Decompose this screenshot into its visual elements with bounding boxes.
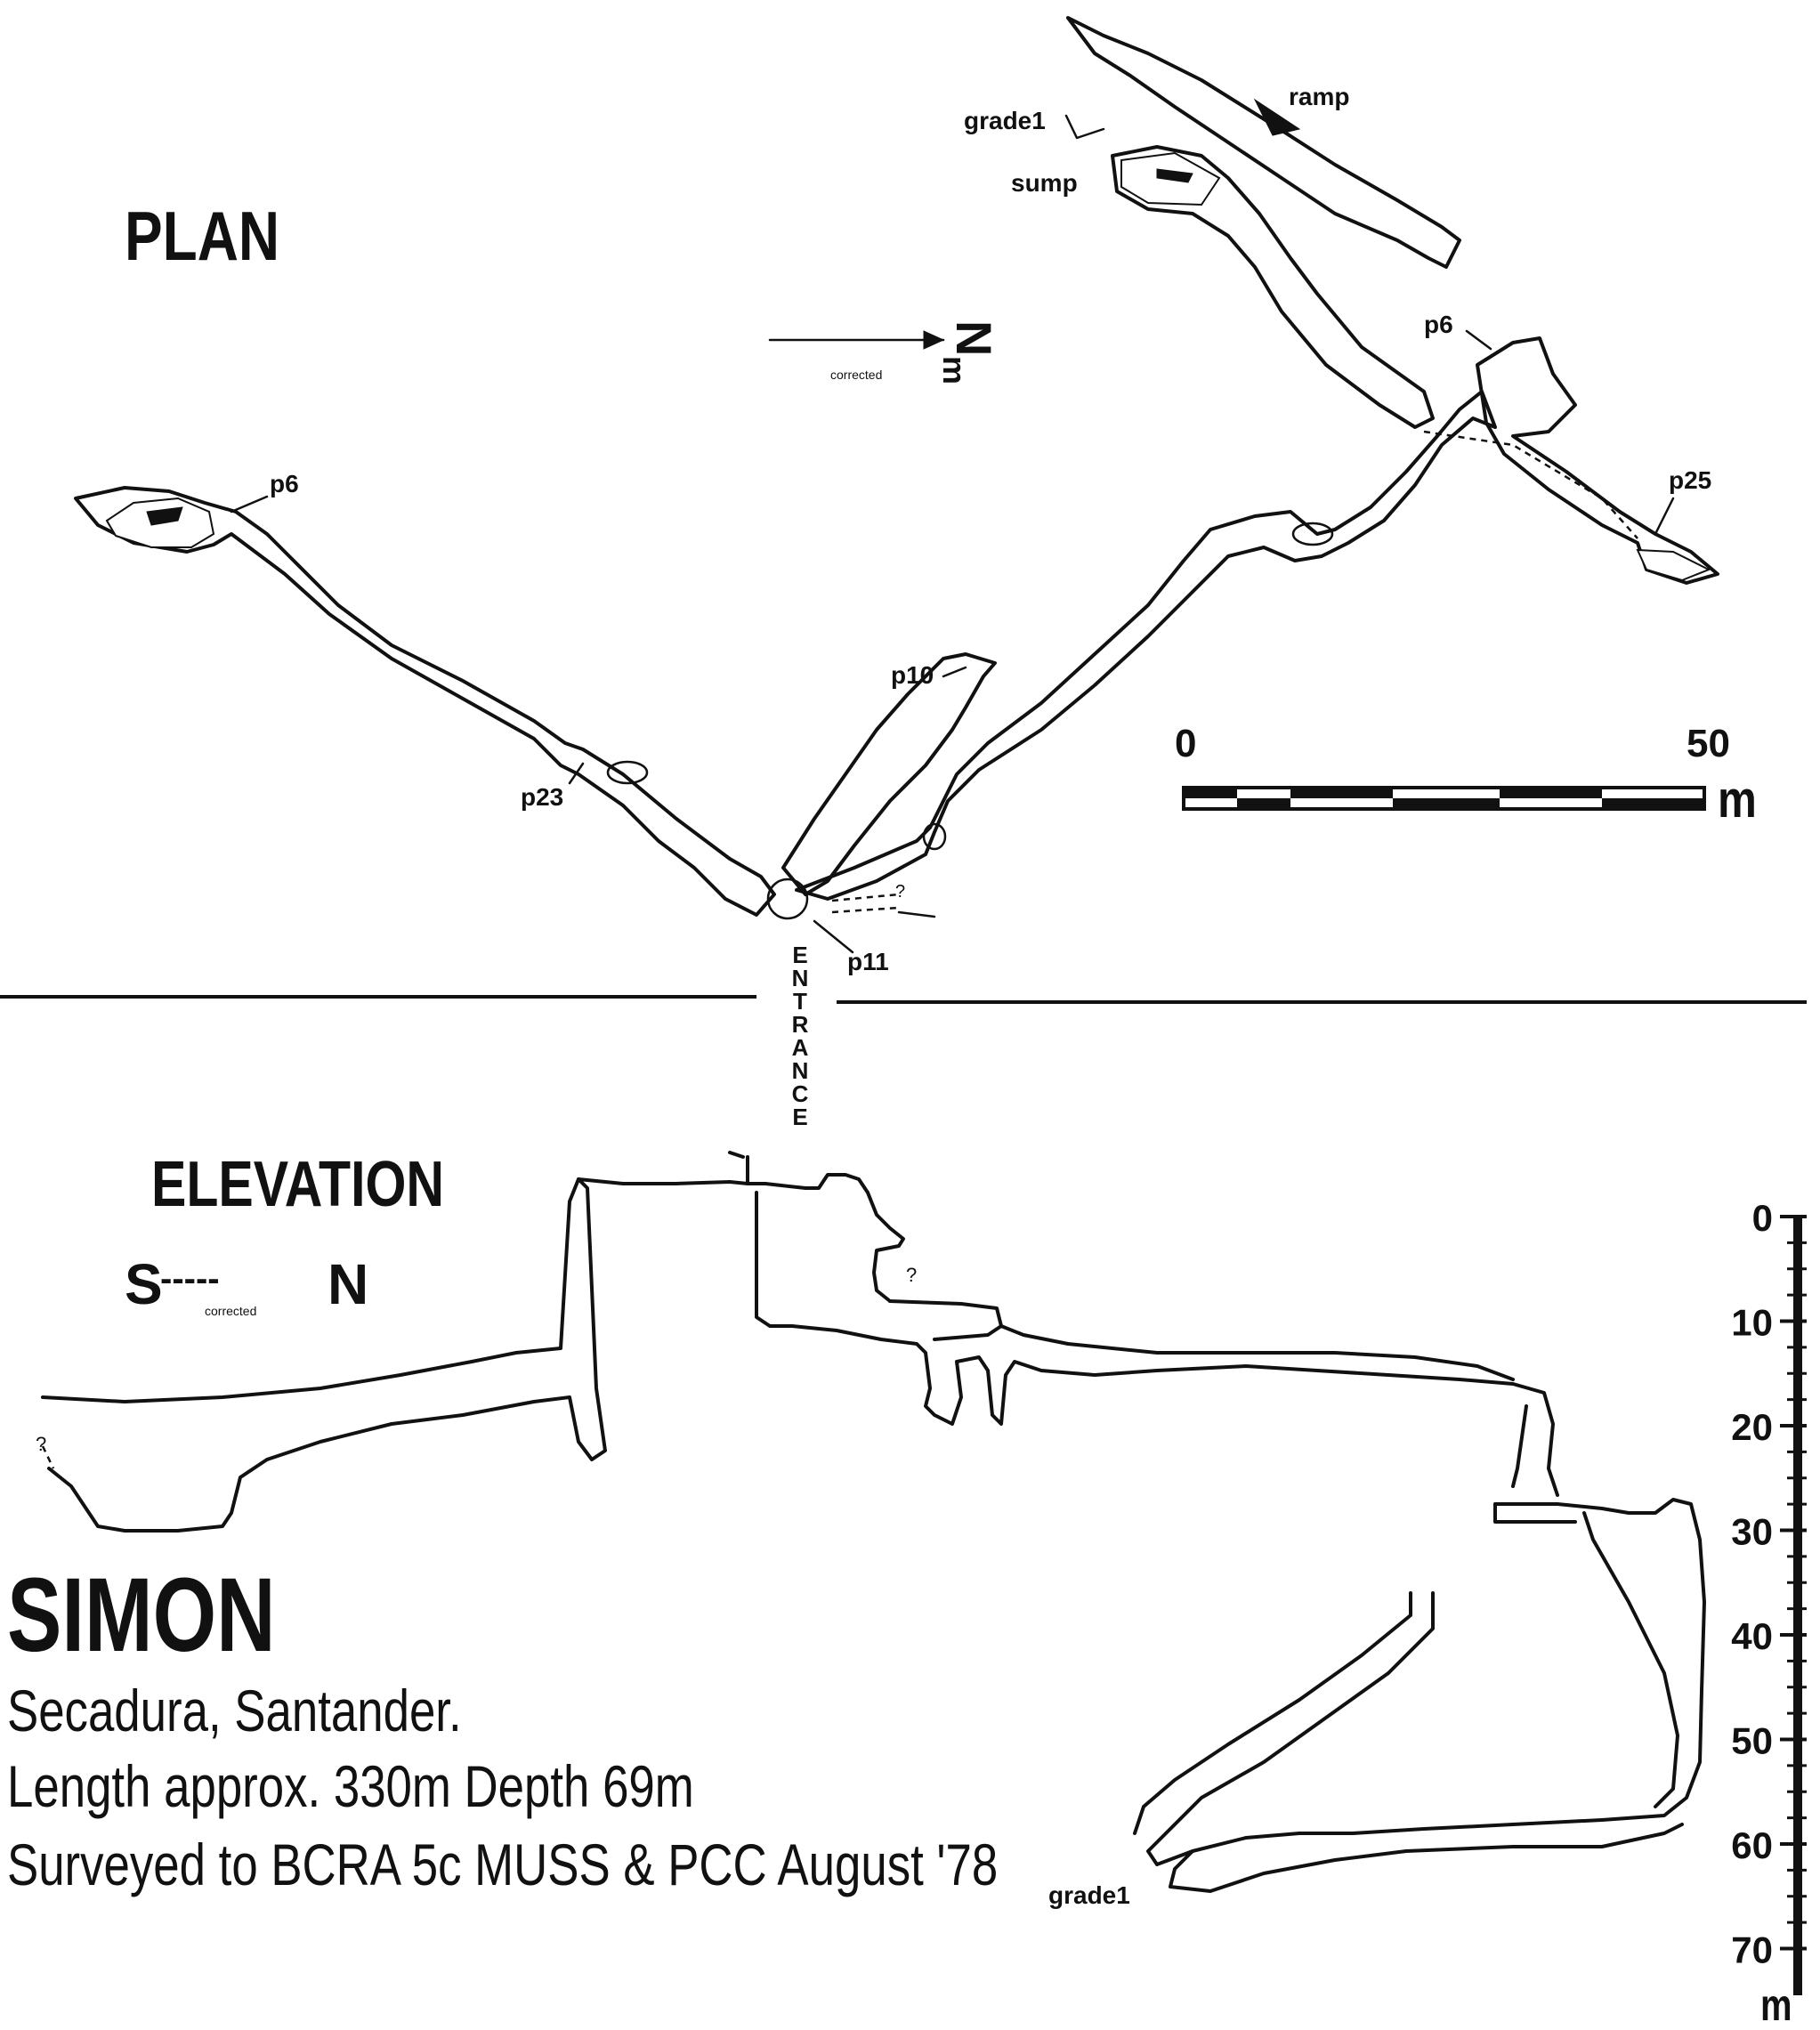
depth-unit: m [1760, 1980, 1792, 2030]
plan-passage-left [74, 486, 776, 917]
elevation-left-passage [41, 1177, 607, 1533]
entrance-letter: C [792, 1080, 809, 1107]
elevation-upper-chamber [577, 1173, 905, 1303]
elevation-label-grade1: grade1 [1048, 1881, 1130, 1909]
plan-label-p11: p11 [847, 948, 889, 975]
depth-tick-label: 70 [1731, 1929, 1773, 1971]
elevation-dashes: ----- [160, 1259, 220, 1298]
plan-heading: PLAN [125, 198, 279, 275]
scale-start: 0 [1175, 722, 1196, 765]
entrance-letter: N [792, 1057, 809, 1084]
elevation-south: S [125, 1252, 163, 1316]
north-note: corrected [830, 368, 882, 382]
elevation-north: N [328, 1252, 368, 1316]
north-arrow: corrected N m [768, 320, 1002, 384]
scale-end: 50 [1687, 722, 1730, 765]
scale-unit: m [1718, 771, 1757, 829]
plan-label-p23: p23 [521, 783, 563, 811]
plan-label-ramp: ramp [1289, 83, 1349, 110]
p11-shaft [766, 878, 809, 920]
plan-passage-p25 [1476, 336, 1719, 585]
depth-tick-label: 50 [1731, 1720, 1773, 1762]
elevation-lower-shaft [1169, 1498, 1706, 1893]
plan-label-p10: p10 [891, 661, 934, 689]
plan-passage-sump [1111, 145, 1435, 429]
plan-label-sump: sump [1011, 169, 1078, 197]
depth-tick-label: 40 [1731, 1615, 1773, 1657]
plan-label-p25: p25 [1669, 466, 1711, 494]
depth-tick-label: 0 [1752, 1197, 1773, 1239]
elevation-note: corrected [205, 1304, 256, 1318]
cave-stats: Length approx. 330m Depth 69m [7, 1753, 694, 1819]
cave-name: SIMON [7, 1557, 276, 1674]
depth-tick-label: 30 [1731, 1511, 1773, 1553]
plan-scale-bar: 0 50 m [1175, 722, 1757, 829]
plan-label-p6-left: p6 [270, 470, 299, 497]
entrance-letter: E [792, 1104, 807, 1130]
plan-inlet-question: ? [895, 882, 905, 902]
entrance-letter: R [792, 1011, 809, 1038]
elevation-question-left: ? [36, 1433, 46, 1455]
plan-passage-upper [1066, 16, 1461, 269]
depth-tick-label: 10 [1731, 1302, 1773, 1344]
elevation-view: ELEVATION S ----- N corrected grade1 ? ?… [36, 1147, 1807, 2030]
cave-location: Secadura, Santander. [7, 1678, 462, 1743]
elevation-question-right: ? [906, 1264, 917, 1286]
title-block: SIMON Secadura, Santander. Length approx… [7, 1557, 998, 1897]
entrance-letter: A [792, 1034, 809, 1061]
depth-scale: m 0 10 20 30 40 50 60 70 [1731, 1197, 1807, 2030]
north-letter: N [946, 320, 1002, 356]
depth-tick-label: 60 [1731, 1824, 1773, 1866]
entrance-letter: T [793, 988, 807, 1015]
plan-label-grade1: grade1 [964, 107, 1046, 134]
plan-passage-main [795, 390, 1497, 901]
elevation-middle-passage [790, 1324, 1559, 1497]
elevation-heading: ELEVATION [151, 1147, 444, 1219]
cave-survey-credit: Surveyed to BCRA 5c MUSS & PCC August '7… [7, 1832, 998, 1897]
entrance-letter: E [792, 942, 807, 968]
plan-passage-p10 [781, 652, 997, 896]
plan-view: PLAN corrected N m [74, 16, 1757, 975]
entrance-letter: N [792, 965, 809, 991]
depth-tick-label: 20 [1731, 1406, 1773, 1448]
plan-label-p6-right: p6 [1424, 311, 1453, 338]
north-sub: m [936, 356, 973, 384]
